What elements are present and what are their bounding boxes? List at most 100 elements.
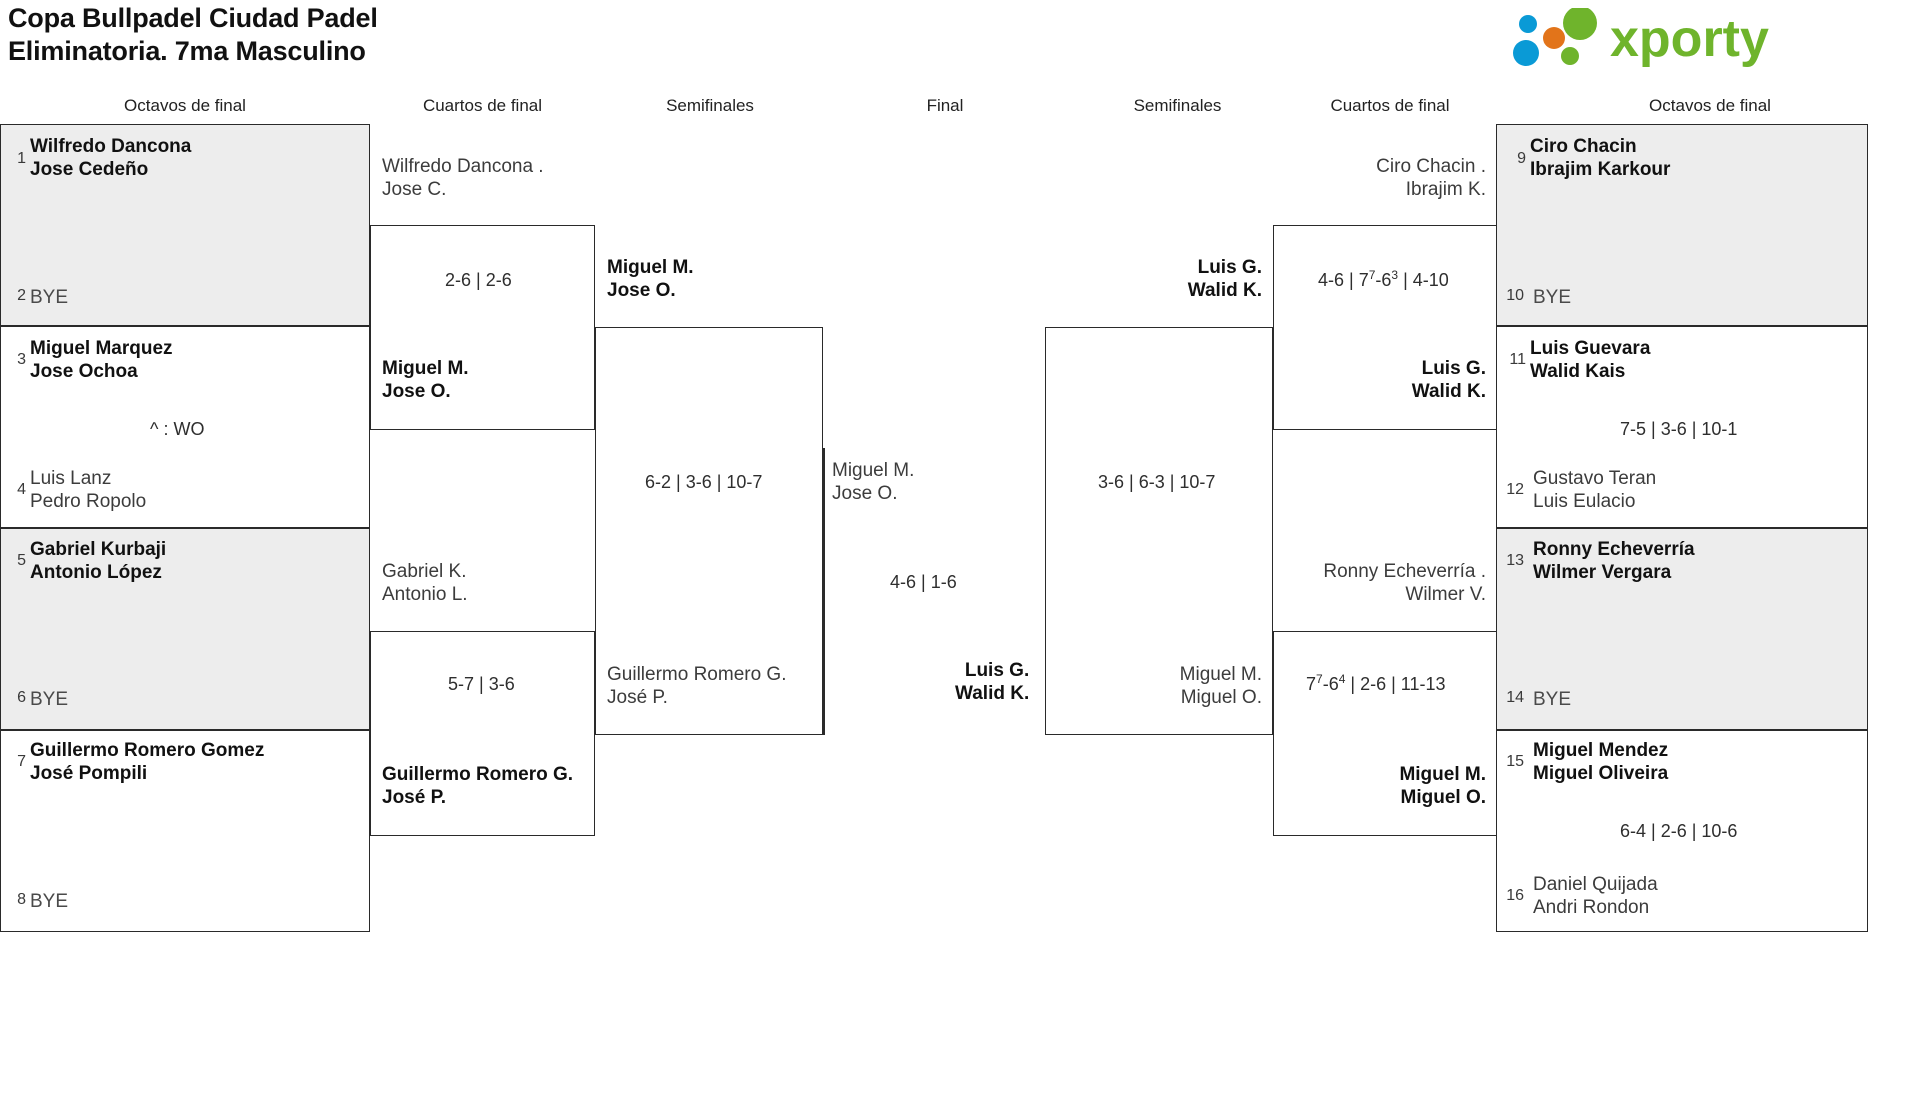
round-header-sf-right: Semifinales xyxy=(1133,96,1222,115)
qf-left-1-top-p1: Wilfredo Dancona . xyxy=(382,156,544,177)
qf-left-1-top-p2: Jose C. xyxy=(382,179,447,201)
seed-5: 5 xyxy=(17,552,26,569)
team-8-bye: BYE xyxy=(30,891,69,912)
round-header-qf-left: Cuartos de final xyxy=(422,96,543,115)
seed-7: 7 xyxy=(17,753,26,770)
seed-15: 15 xyxy=(1506,753,1524,770)
seed-13: 13 xyxy=(1506,552,1524,569)
team-12-player-2: Luis Eulacio xyxy=(1533,491,1636,513)
team-4-player-2: Pedro Ropolo xyxy=(30,491,147,513)
team-16: Daniel Quijada Andri Rondon xyxy=(1533,873,1658,919)
seed-10: 10 xyxy=(1506,287,1524,304)
sf-left-top-p1: Miguel M. xyxy=(607,257,694,278)
team-7-player-1: Guillermo Romero Gomez xyxy=(30,740,265,761)
qf-right-2-top-p2: Wilmer V. xyxy=(1405,584,1486,606)
qf-left-1-top: Wilfredo Dancona . Jose C. xyxy=(382,155,544,201)
team-3-player-1: Miguel Marquez xyxy=(30,338,173,359)
qf-right-1-bot-p1: Luis G. xyxy=(1421,358,1486,379)
r16-match-1[interactable] xyxy=(0,124,370,326)
team-16-player-1: Daniel Quijada xyxy=(1533,874,1658,895)
qf-left-1-bot: Miguel M. Jose O. xyxy=(382,357,469,403)
sf-right-score: 3-6 | 6-3 | 10-7 xyxy=(1098,472,1216,492)
team-6-bye: BYE xyxy=(30,689,69,710)
final-right-team: Luis G. Walid K. xyxy=(955,659,1029,705)
team-13-player-2: Wilmer Vergara xyxy=(1533,562,1672,584)
team-5: Gabriel Kurbaji Antonio López xyxy=(30,538,166,584)
team-4-player-1: Luis Lanz xyxy=(30,468,112,489)
team-3: Miguel Marquez Jose Ochoa xyxy=(30,337,173,383)
r16-match-8[interactable] xyxy=(1496,730,1868,932)
seed-11: 11 xyxy=(1509,351,1526,368)
sf-right-bot-p1: Miguel M. xyxy=(1179,664,1262,685)
sf-right-top-p1: Luis G. xyxy=(1197,257,1262,278)
final-right-p1: Luis G. xyxy=(964,660,1030,681)
team-7: Guillermo Romero Gomez José Pompili xyxy=(30,739,264,785)
qf-right-2-score-text: 77-64 | 2-6 | 11-13 xyxy=(1306,672,1446,694)
qf-left-match-1[interactable] xyxy=(370,225,595,430)
team-11-player-1: Luis Guevara xyxy=(1530,338,1651,359)
qf-right-2-top-p1: Ronny Echeverría . xyxy=(1323,561,1486,582)
qf-right-2-top: Ronny Echeverría . Wilmer V. xyxy=(1300,560,1486,606)
team-1: Wilfredo Dancona Jose Cedeño xyxy=(30,135,191,181)
r16-match-6[interactable] xyxy=(1496,326,1868,528)
r16-match-2[interactable] xyxy=(0,326,370,528)
qf-left-2-bot: Guillermo Romero G. José P. xyxy=(382,763,573,809)
qf-left-match-2[interactable] xyxy=(370,631,595,836)
logo-dot-orange xyxy=(1543,27,1565,49)
xporty-logo[interactable]: xporty xyxy=(1492,8,1912,70)
r16-match-7[interactable] xyxy=(1496,528,1868,730)
seed-6: 6 xyxy=(17,689,26,706)
sf-left-bot: Guillermo Romero G. José P. xyxy=(607,663,787,709)
final-left-team: Miguel M. Jose O. xyxy=(832,459,914,505)
team-5-player-1: Gabriel Kurbaji xyxy=(30,539,167,560)
qf-left-1-score: 2-6 | 2-6 xyxy=(445,270,512,290)
sf-right-bot: Miguel M. Miguel O. xyxy=(1135,663,1262,709)
team-12: Gustavo Teran Luis Eulacio xyxy=(1533,467,1656,513)
sf-left-match[interactable] xyxy=(595,327,823,735)
r16-match-3[interactable] xyxy=(0,528,370,730)
title-line-2: Eliminatoria. 7ma Masculino xyxy=(8,36,366,67)
qf-left-2-top-p2: Antonio L. xyxy=(382,584,468,606)
team-15-player-1: Miguel Mendez xyxy=(1533,740,1669,761)
r16-score-8: 6-4 | 2-6 | 10-6 xyxy=(1620,821,1738,841)
sf-right-top: Luis G. Walid K. xyxy=(1140,256,1262,302)
sf-left-bot-p2: José P. xyxy=(607,687,668,709)
title-line-1: Copa Bullpadel Ciudad Padel xyxy=(8,3,378,33)
seed-14: 14 xyxy=(1506,689,1524,706)
team-2-bye: BYE xyxy=(30,287,69,308)
team-3-player-2: Jose Ochoa xyxy=(30,361,138,383)
qf-left-2-bot-p2: José P. xyxy=(382,787,447,809)
qf-right-1-score: 4-6 | 77-63 | 4-10 xyxy=(1318,268,1449,291)
team-9-player-2: Ibrajim Karkour xyxy=(1530,159,1671,181)
team-9: Ciro Chacin Ibrajim Karkour xyxy=(1530,135,1670,181)
logo-dot-blue-bottom xyxy=(1513,40,1539,66)
qf-right-2-score: 77-64 | 2-6 | 11-13 xyxy=(1306,672,1446,695)
sf-left-bot-p1: Guillermo Romero G. xyxy=(607,664,787,685)
r16-match-5[interactable] xyxy=(1496,124,1868,326)
r16-score-6: 7-5 | 3-6 | 10-1 xyxy=(1620,419,1738,439)
r16-match-4[interactable] xyxy=(0,730,370,932)
team-10-bye: BYE xyxy=(1533,287,1572,308)
qf-right-1-top-p1: Ciro Chacin . xyxy=(1376,156,1486,177)
team-15: Miguel Mendez Miguel Oliveira xyxy=(1533,739,1668,785)
round-header-qf-right: Cuartos de final xyxy=(1330,96,1450,115)
qf-right-1-top: Ciro Chacin . Ibrajim K. xyxy=(1330,155,1486,201)
sf-right-match[interactable] xyxy=(1045,327,1273,735)
team-4: Luis Lanz Pedro Ropolo xyxy=(30,467,146,513)
final-right-p2: Walid K. xyxy=(955,683,1030,705)
team-5-player-2: Antonio López xyxy=(30,562,162,584)
qf-right-match-2[interactable] xyxy=(1273,631,1498,836)
qf-right-1-top-p2: Ibrajim K. xyxy=(1405,179,1486,201)
qf-left-2-score: 5-7 | 3-6 xyxy=(448,674,515,694)
sf-left-top: Miguel M. Jose O. xyxy=(607,256,694,302)
team-13-player-1: Ronny Echeverría xyxy=(1533,539,1695,560)
qf-left-2-top-p1: Gabriel K. xyxy=(382,561,467,582)
qf-right-match-1[interactable] xyxy=(1273,225,1498,430)
seed-12: 12 xyxy=(1506,481,1524,498)
seed-2: 2 xyxy=(17,287,26,304)
team-11-player-2: Walid Kais xyxy=(1530,361,1626,383)
final-left-rail xyxy=(823,448,825,735)
qf-right-1-score-text: 4-6 | 77-63 | 4-10 xyxy=(1318,268,1449,290)
round-header-sf-left: Semifinales xyxy=(666,96,754,115)
